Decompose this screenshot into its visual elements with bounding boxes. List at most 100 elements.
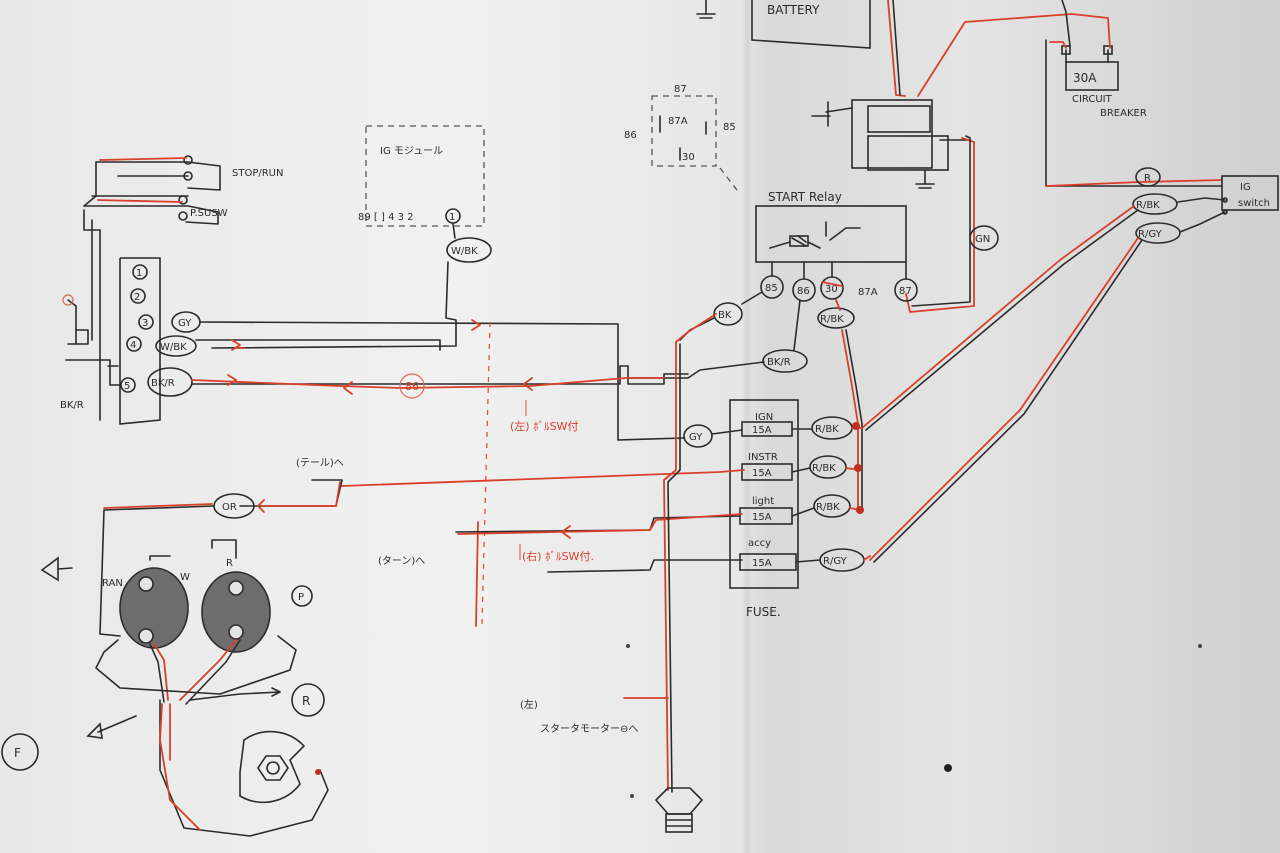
ig-switch-label-1: IG <box>1240 182 1251 193</box>
note-left-2: (左) <box>520 698 538 711</box>
relay-pin-85-label: 85 <box>765 283 778 294</box>
ig-module: IG モジュール 89 [ ] 4 3 2 1 W/BK <box>211 125 492 349</box>
ref-pin-86: 86 <box>624 130 637 141</box>
wire-tag-gn <box>969 225 999 251</box>
coil-right-label: R <box>226 558 233 569</box>
junction-86 <box>399 373 425 399</box>
left-wire-bkr: BK/R <box>151 378 175 389</box>
wire-rbk-top-label: R/BK <box>1136 200 1160 211</box>
fuse-in-gy-tag <box>683 424 713 448</box>
ig-module-wire-label: W/BK <box>451 246 478 257</box>
fuse-2-wire: R/BK <box>812 463 836 474</box>
relay-pin-86-label: 86 <box>797 286 810 297</box>
fuse-in-gy: GY <box>689 432 703 443</box>
fuse-4-name: accy <box>748 538 771 549</box>
fuse-4-wire: R/GY <box>823 556 848 567</box>
wire-tag-wbk-left <box>155 335 197 357</box>
ig-switch: IG switch <box>1221 175 1279 215</box>
wire-tag-wbk <box>446 237 492 263</box>
fuse-3-wire: R/BK <box>816 502 840 513</box>
pickup-rotor <box>239 730 321 804</box>
fuse-2-rating: 15A <box>752 468 772 479</box>
start-relay-title: START Relay <box>768 190 842 204</box>
fuse-caption: FUSE. <box>746 605 781 619</box>
wire-tag-bkr-left <box>147 367 193 397</box>
wire-tag-rbk-relay <box>817 307 855 329</box>
wire-or-label: OR <box>222 502 237 513</box>
fuse-1-name: IGN <box>755 412 773 423</box>
wire-gn-label: GN <box>975 234 990 245</box>
circuit-breaker: 30A CIRCUIT BREAKER <box>1061 45 1147 119</box>
rear-marker <box>291 683 325 717</box>
ref-pin-87: 87 <box>674 84 687 95</box>
wire-r-label: R <box>1144 173 1151 184</box>
relay-out-85-label: BK <box>718 310 732 321</box>
front-marker <box>1 733 39 771</box>
breaker-rating: 30A <box>1073 71 1097 85</box>
note-tail: (テール)へ <box>296 458 344 469</box>
start-relay-pins: 85 86 30 87A 87 <box>760 261 918 302</box>
pin-3: 3 <box>142 318 148 329</box>
ref-pin-30: 30 <box>682 152 695 163</box>
pin-5: 5 <box>124 381 130 392</box>
coil-left-label: RAN <box>102 578 123 589</box>
relay-pin-30-label: 30 <box>825 284 838 295</box>
wire-tag-r <box>1135 167 1161 187</box>
rear-label: R <box>302 694 310 708</box>
pin-4: 4 <box>130 340 136 351</box>
fuse-2-name: INSTR <box>748 452 778 463</box>
breaker-label-1: CIRCUIT <box>1072 94 1113 105</box>
relay-out-86-label: BK/R <box>767 357 791 368</box>
ref-pin-85: 85 <box>723 122 736 133</box>
stop-run-switch: STOP/RUN P.SUSW <box>83 155 283 225</box>
fuse-3-name: light <box>752 496 774 507</box>
left-side-label: BK/R <box>60 400 84 411</box>
note-right-ballsw: (右) ﾎﾞﾙSW付. <box>522 549 594 563</box>
front-label: F <box>14 746 21 760</box>
note-turn: (ターン)へ <box>378 555 425 567</box>
ig-module-pin-num: 1 <box>449 212 455 223</box>
breaker-label-2: BREAKER <box>1100 108 1147 119</box>
fuse-1-rating: 15A <box>752 425 772 436</box>
left-arrow-icon <box>40 556 59 582</box>
stop-run-label: STOP/RUN <box>232 168 283 179</box>
relay-pin-87a-label: 87A <box>858 287 878 298</box>
stop-run-sub-label: P.SUSW <box>190 208 228 219</box>
relay-out-30-label: R/BK <box>820 314 844 325</box>
start-relay: START Relay <box>755 190 907 263</box>
note-starter-ground: スタータモーター⊖へ <box>540 723 638 735</box>
left-wire-wbk: W/BK <box>160 342 187 353</box>
battery-label: BATTERY <box>767 3 820 17</box>
fuse-1-wire: R/BK <box>815 424 839 435</box>
ref-pin-87a: 87A <box>668 116 688 127</box>
connector-block: 1 2 3 4 5 <box>62 209 161 425</box>
note-left-ballsw: (左) ﾎﾞﾙSW付 <box>510 420 578 433</box>
ground-bolt <box>654 787 704 833</box>
fuse-3-rating: 15A <box>752 512 772 523</box>
ig-switch-label-2: switch <box>1238 198 1270 209</box>
fuse-2-wire-tag <box>809 455 847 479</box>
wire-tag-rbk-top <box>1132 193 1178 215</box>
paper-fold <box>742 0 752 853</box>
wire-rgy-top-label: R/GY <box>1138 229 1163 240</box>
wire-tag-rgy-top <box>1135 222 1181 244</box>
junction-86-label: 86 <box>405 380 419 393</box>
fuse-box: FUSE. IGN 15A INSTR 15A light 15A accy 1… <box>729 399 799 619</box>
wire-tag-bk <box>713 302 743 326</box>
left-wire-gy: GY <box>178 318 192 329</box>
fuse-3-wire-tag <box>813 494 851 518</box>
pin-1: 1 <box>136 268 142 279</box>
battery-group: BATTERY <box>696 0 871 49</box>
relay-pin-87-label: 87 <box>899 286 912 297</box>
wire-tag-bkr <box>762 349 808 373</box>
coil-right-circle: P <box>298 592 304 603</box>
ig-module-title: IG モジュール <box>380 146 443 157</box>
coil-mid-label: W <box>180 572 190 583</box>
relay-reference: 87 87A 86 85 30 <box>624 84 741 195</box>
pin-2: 2 <box>134 292 140 303</box>
ignition-coils <box>95 539 329 837</box>
starter-motor <box>811 99 971 189</box>
ig-module-pins: 89 [ ] 4 3 2 <box>358 212 414 223</box>
